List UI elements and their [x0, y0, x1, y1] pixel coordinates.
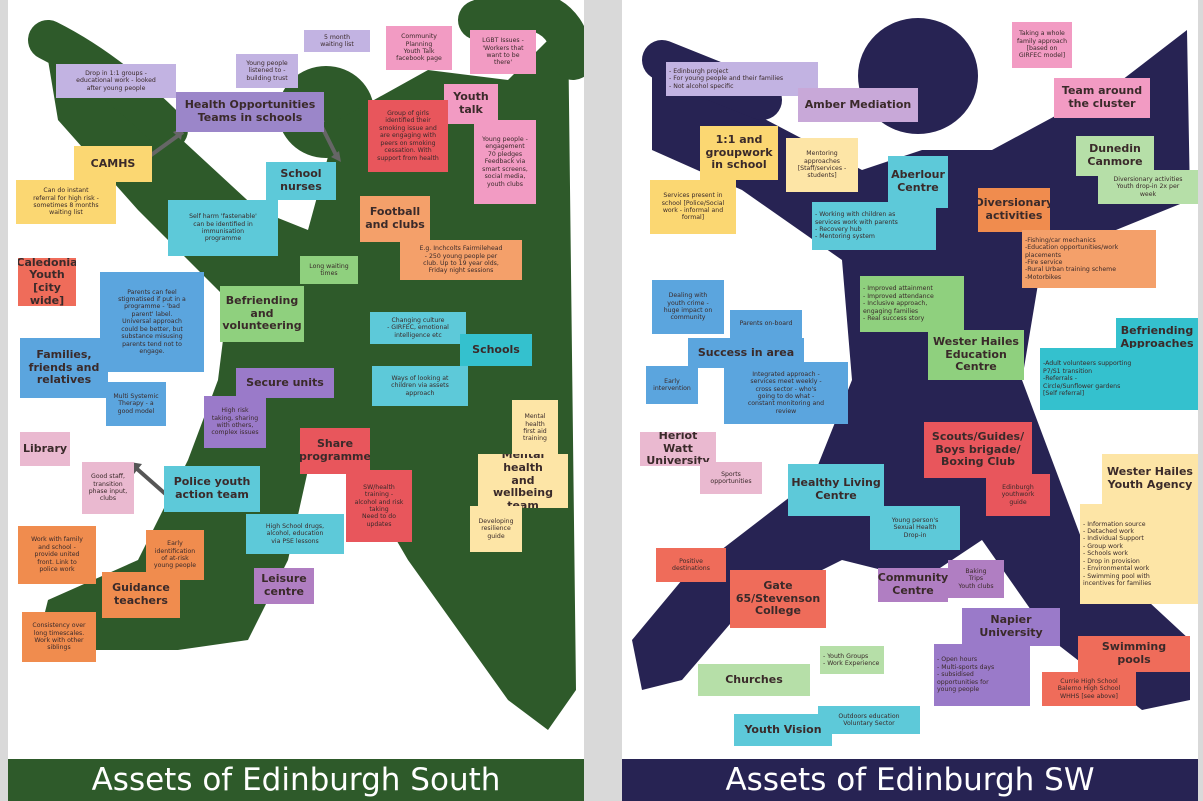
note-amber-mediation: Amber Mediation: [798, 88, 918, 122]
note-community-centre: Community Centre: [878, 568, 948, 602]
note-high-risk: High risk taking, sharing with others, c…: [204, 396, 266, 448]
note-share-programme: Share programme: [300, 428, 370, 474]
note-sexual-health: Young person's Sexual Health Drop-in: [870, 506, 960, 550]
note-youth-groups: - Youth Groups - Work Experience: [820, 646, 884, 674]
note-secure-units: Secure units: [236, 368, 334, 398]
note-heriot-watt: Heriot Watt University: [640, 432, 716, 466]
note-work-with-family: Work with family and school - provide un…: [18, 526, 96, 584]
note-outdoors-education: Outdoors education Voluntary Sector: [818, 706, 920, 734]
note-mental-health-first-aid: Mental health first aid training: [512, 400, 558, 456]
note-high-school-drugs: High School drugs, alcohol, education vi…: [246, 514, 344, 554]
note-multi-systemic: Multi Systemic Therapy - a good model: [106, 382, 166, 426]
note-caledonia-youth: Caledonia Youth [city wide]: [18, 258, 76, 306]
note-wester-hailes-ed: Wester Hailes Education Centre: [928, 330, 1024, 380]
note-team-around-cluster: Team around the cluster: [1054, 78, 1150, 118]
note-mentoring-approaches: Mentoring approaches [Staff/services - s…: [786, 138, 858, 192]
note-scouts-guides: Scouts/Guides/ Boys brigade/ Boxing Club: [924, 422, 1032, 478]
note-families-friends: Families, friends and relatives: [20, 338, 108, 398]
poster-edinburgh-south: 5 month waiting list Community Planning …: [8, 0, 584, 801]
note-open-hours: - Open hours - Multi-sports days - subsi…: [934, 644, 1030, 706]
note-information-source: - Information source - Detached work - I…: [1080, 504, 1198, 604]
poster-title-south: Assets of Edinburgh South: [8, 759, 584, 801]
note-parents-on-board: Parents on-board: [730, 310, 802, 338]
note-services-in-school: Services present in school [Police/Socia…: [650, 180, 736, 234]
note-early-intervention: Early intervention: [646, 366, 698, 404]
note-swimming-pools: Swimming pools: [1078, 636, 1190, 672]
note-5-month-waiting: 5 month waiting list: [304, 30, 370, 52]
note-good-staff: Good staff, transition phase input, club…: [82, 462, 134, 514]
note-positive-destinations: Positive destinations: [656, 548, 726, 582]
poster-title-sw: Assets of Edinburgh SW: [622, 759, 1198, 801]
note-fishing-mechanics: -Fishing/car mechanics -Education opport…: [1022, 230, 1156, 288]
note-changing-culture: Changing culture - GIRFEC, emotional int…: [370, 312, 466, 344]
note-adult-volunteers: -Adult volunteers supporting P7/S1 trans…: [1040, 348, 1198, 410]
note-diversionary-activities: Diversionary activities: [978, 188, 1050, 232]
note-working-with-children: - Working with children as services work…: [812, 202, 936, 250]
note-whole-family: Taking a whole family approach [based on…: [1012, 22, 1072, 68]
note-baking-trips: Baking Trips Youth clubs: [948, 560, 1004, 598]
note-parents-stigmatised: Parents can feel stigmatised if put in a…: [100, 272, 204, 372]
note-guidance-teachers: Guidance teachers: [102, 572, 180, 618]
note-ways-of-looking: Ways of looking at children via assets a…: [372, 366, 468, 406]
note-leisure-centre: Leisure centre: [254, 568, 314, 604]
note-gate-stevenson: Gate 65/Stevenson College: [730, 570, 826, 628]
note-early-identification: Early identification of at-risk young pe…: [146, 530, 204, 580]
note-sw-health-training: SW/health training - alcohol and risk ta…: [346, 470, 412, 542]
note-youth-crime: Dealing with youth crime - huge impact o…: [652, 280, 724, 334]
note-health-opportunities: Health Opportunities Teams in schools: [176, 92, 324, 132]
note-schools: Schools: [460, 334, 532, 366]
note-resilience-guide: Developing resilience guide: [470, 506, 522, 552]
note-1-1-groupwork: 1:1 and groupwork in school: [700, 126, 778, 180]
note-drop-in-groups: Drop in 1:1 groups - educational work - …: [56, 64, 176, 98]
note-churches: Churches: [698, 664, 810, 696]
note-young-people-engagement: Young people - engagement 70 pledges Fee…: [474, 120, 536, 204]
note-camhs: CAMHS: [74, 146, 152, 182]
note-diversionary-dropin: Diversionary activities Youth drop-in 2x…: [1098, 170, 1198, 204]
note-consistency: Consistency over long timescales. Work w…: [22, 612, 96, 662]
note-dunedin-canmore: Dunedin Canmore: [1076, 136, 1154, 176]
note-improved-attainment: - Improved attainment - Improved attenda…: [860, 276, 964, 332]
note-police-youth: Police youth action team: [164, 466, 260, 512]
note-inchcolts: E.g. Inchcolts Fairmilehead - 250 young …: [400, 240, 522, 280]
note-library: Library: [20, 432, 70, 466]
note-young-people-listened: Young people listened to - building trus…: [236, 54, 298, 88]
note-group-of-girls: Group of girls identified their smoking …: [368, 100, 448, 172]
note-long-waiting: Long waiting times: [300, 256, 358, 284]
note-community-planning: Community Planning Youth Talk facebook p…: [386, 26, 452, 70]
note-school-nurses: School nurses: [266, 162, 336, 200]
note-self-harm: Self harm 'fastenable' can be identified…: [168, 200, 278, 256]
note-mental-health-team: Mental health and wellbeing team: [478, 454, 568, 508]
note-integrated-approach: Integrated approach - services meet week…: [724, 362, 848, 424]
note-healthy-living: Healthy Living Centre: [788, 464, 884, 516]
note-aberlour-centre: Aberlour Centre: [888, 156, 948, 208]
note-lgbt-issues: LGBT Issues - 'Workers that want to be t…: [470, 30, 536, 74]
note-edinburgh-project: - Edinburgh project - For young people a…: [666, 62, 818, 96]
note-befriending-volunteering: Befriending and volunteering: [220, 286, 304, 342]
note-wester-hailes-youth: Wester Hailes Youth Agency: [1102, 454, 1198, 504]
poster-edinburgh-sw: Taking a whole family approach [based on…: [622, 0, 1198, 801]
note-football-clubs: Football and clubs: [360, 196, 430, 242]
note-currie-high: Currie High School Balerno High School W…: [1042, 672, 1136, 706]
note-napier-university: Napier University: [962, 608, 1060, 646]
note-youth-vision: Youth Vision: [734, 714, 832, 746]
note-youthwork-guide: Edinburgh youthwork guide: [986, 474, 1050, 516]
note-instant-referral: Can do instant referral for high risk - …: [16, 180, 116, 224]
note-youth-talk: Youth talk: [444, 84, 498, 124]
note-sports-opportunities: Sports opportunities: [700, 462, 762, 494]
